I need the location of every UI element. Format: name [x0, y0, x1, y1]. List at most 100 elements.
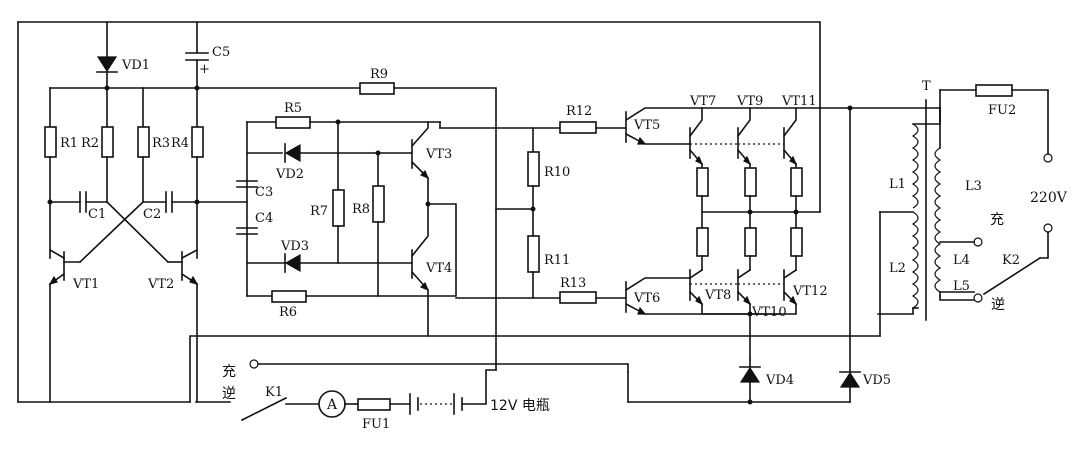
- resistor-r8: [372, 185, 385, 223]
- label-vd3: VD3: [280, 239, 309, 254]
- label-r4: R4: [171, 136, 189, 151]
- label-r9: R9: [370, 67, 388, 82]
- label-k2-chong: 充: [990, 212, 1004, 228]
- label-c5: C5: [212, 45, 230, 60]
- diode-vd1: [96, 56, 118, 73]
- resistor-r13: [559, 291, 597, 304]
- transistor-vt8: [688, 268, 704, 306]
- diode-vd3: [284, 253, 301, 273]
- label-c2: C2: [143, 207, 161, 222]
- label-vt3: VT3: [425, 147, 452, 162]
- label-fu1: FU1: [362, 417, 390, 432]
- switch-k1: [240, 396, 288, 422]
- label-vt8: VT8: [704, 288, 731, 303]
- transistor-vt2: [167, 248, 199, 286]
- label-l3: L3: [965, 179, 982, 194]
- resistor-r9: [359, 82, 395, 95]
- battery-12v: [409, 393, 463, 415]
- capacitor-c5: [185, 52, 209, 61]
- label-vt5: VT5: [633, 118, 660, 133]
- label-l1: L1: [889, 177, 906, 192]
- label-r11: R11: [544, 253, 570, 268]
- label-vt9: VT9: [736, 94, 763, 109]
- fuse-fu1: [357, 398, 391, 411]
- label-l2: L2: [889, 261, 906, 276]
- resistor-vt9-emitter: [744, 167, 757, 197]
- label-r2: R2: [81, 136, 99, 151]
- label-vt12: VT12: [792, 284, 828, 299]
- transistor-vt11: [782, 107, 798, 166]
- label-l5: L5: [953, 279, 970, 294]
- resistor-vt12-collector: [790, 227, 803, 257]
- label-vt1: VT1: [72, 277, 99, 292]
- resistor-r12: [559, 121, 597, 134]
- resistor-r11: [527, 235, 540, 273]
- transformer-secondary: [934, 147, 942, 293]
- label-k1-chong: 充: [222, 364, 236, 380]
- transformer-primary-l1: [911, 123, 919, 209]
- terminal-220v-bottom: [1043, 223, 1053, 233]
- label-r7: R7: [310, 204, 328, 219]
- k1-contact-chong: [249, 359, 259, 369]
- resistor-r10: [527, 151, 540, 187]
- transistor-vt4: [410, 203, 430, 337]
- label-vd4: VD4: [765, 373, 794, 388]
- transistor-vt1: [48, 248, 81, 286]
- resistor-r3: [137, 126, 150, 158]
- label-vt6: VT6: [633, 291, 660, 306]
- transistor-vt3: [410, 121, 430, 205]
- label-vd5: VD5: [862, 373, 891, 388]
- label-220v: 220V: [1030, 190, 1068, 206]
- resistor-r5: [275, 116, 311, 129]
- label-r6: R6: [279, 305, 297, 320]
- resistor-vt8-collector: [696, 227, 709, 257]
- label-fu2: FU2: [988, 103, 1016, 118]
- tap-chong: [973, 237, 983, 247]
- label-r5: R5: [284, 101, 302, 116]
- transistor-vt5: [624, 107, 941, 145]
- resistor-r2: [101, 126, 114, 158]
- diode-vd4: [739, 366, 761, 383]
- diode-vd2: [284, 143, 301, 163]
- label-c3: C3: [255, 185, 273, 200]
- label-c4: C4: [255, 211, 273, 226]
- resistor-r1: [44, 126, 57, 158]
- label-vt10: VT10: [751, 305, 787, 320]
- label-t: T: [922, 79, 931, 94]
- label-vt4: VT4: [425, 261, 452, 276]
- label-k2: K2: [1002, 253, 1020, 268]
- label-k1-ni: 逆: [222, 386, 236, 402]
- label-r12: R12: [566, 104, 592, 119]
- label-k2-ni: 逆: [991, 297, 1005, 313]
- transistor-vt10: [736, 268, 752, 306]
- label-c1: C1: [88, 207, 106, 222]
- label-battery: 12V 电瓶: [490, 398, 550, 414]
- transistor-vt7: [688, 107, 704, 166]
- transistor-vt12: [782, 268, 798, 306]
- transformer-primary-l2: [911, 211, 919, 309]
- label-r1: R1: [60, 136, 78, 151]
- top-rail: [17, 21, 821, 213]
- label-vt2: VT2: [147, 277, 174, 292]
- diode-vd5: [839, 371, 861, 388]
- label-vd1: VD1: [121, 58, 150, 73]
- label-vt7: VT7: [689, 94, 716, 109]
- resistor-vt10-collector: [744, 227, 757, 257]
- resistor-r7: [332, 189, 345, 227]
- label-ammeter: A: [326, 397, 338, 413]
- resistor-vt7-emitter: [696, 167, 709, 197]
- label-vt11: VT11: [781, 94, 817, 109]
- resistor-r4: [191, 126, 204, 158]
- label-vd2: VD2: [275, 167, 304, 182]
- label-l4: L4: [953, 253, 970, 268]
- label-r13: R13: [560, 276, 586, 291]
- label-c5-plus: +: [199, 62, 210, 77]
- label-k1: K1: [265, 385, 283, 400]
- label-r3: R3: [152, 136, 170, 151]
- tap-ni: [973, 293, 983, 303]
- switch-k2: [982, 256, 1042, 296]
- label-r8: R8: [352, 202, 370, 217]
- resistor-r6: [271, 290, 307, 303]
